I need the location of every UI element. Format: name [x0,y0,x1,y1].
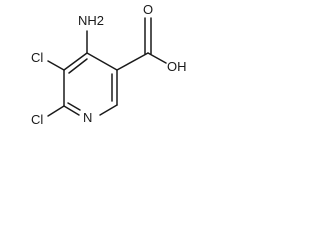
ring-nitrogen-label: N [83,110,92,125]
ring-bond-n1-c6 [63,105,80,116]
bond-c3-carboxyl [116,52,149,71]
ring-bond-c5-c4 [63,52,88,71]
ring-bond-n1-c6-inner [67,102,81,111]
hydroxyl-label: OH [167,59,187,74]
chloro-upper-label: Cl [31,50,43,65]
ring-bond-c2-n1 [99,104,118,116]
ring-bond-c5-c4-inner [68,58,88,74]
bond-carboxyl-hydroxyl [147,52,167,64]
chloro-lower-label: Cl [31,112,43,127]
bond-c5-chloro [47,60,65,71]
amino-group-label: NH2 [78,13,104,28]
carbonyl-oxygen-label: O [143,2,153,17]
chemical-structure-diagram: NH2 Cl Cl N O OH [31,2,187,127]
ring-bond-c4-c3 [86,52,118,71]
bond-c6-chloro [47,105,65,117]
